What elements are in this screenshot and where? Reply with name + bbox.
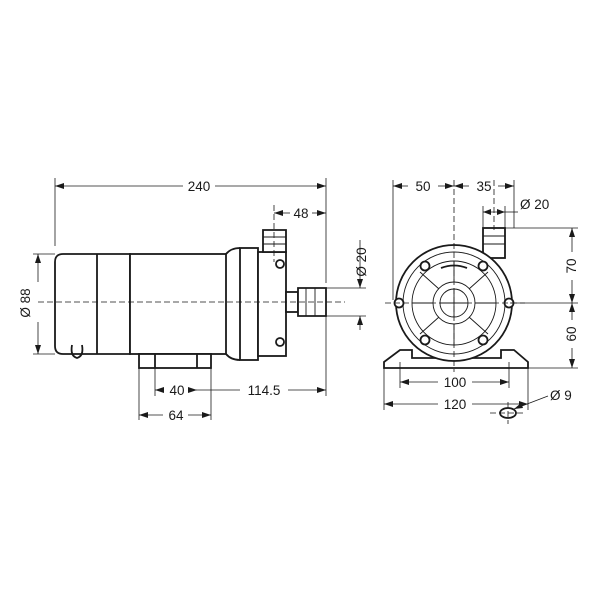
dim-front-outlet-diameter: Ø 20 [482, 197, 549, 228]
dim-outlet-offset: 48 [274, 206, 326, 221]
dim-front-offsets: 50 35 [392, 179, 515, 300]
label-body-diameter: Ø 88 [18, 288, 33, 317]
motor-body [54, 247, 241, 361]
mounting-foot [138, 353, 212, 369]
label-base-inner: 100 [444, 375, 467, 390]
label-side-outlet-diameter: Ø 20 [354, 247, 369, 276]
label-height-upper: 70 [564, 258, 579, 273]
label-overall-length: 240 [188, 179, 211, 194]
front-view: 50 35 Ø 20 70 [383, 179, 579, 424]
dim-front-heights: 70 60 [505, 227, 579, 369]
label-foot-span: 64 [168, 408, 184, 423]
pump-head [239, 247, 287, 361]
label-front-outlet-diameter: Ø 20 [520, 197, 549, 212]
label-base-outer: 120 [444, 397, 467, 412]
label-height-lower: 60 [564, 326, 579, 341]
front-outlet-nozzle [482, 227, 506, 259]
label-left-offset: 50 [415, 179, 430, 194]
dim-side-outlet-diameter: Ø 20 [326, 240, 369, 330]
dim-foot-span: 64 [139, 408, 211, 423]
side-view: 240 48 Ø 20 Ø 88 [18, 178, 369, 423]
label-foot-to-end: 114.5 [248, 383, 281, 398]
label-right-offset: 35 [476, 179, 491, 194]
dim-body-diameter: Ø 88 [18, 253, 55, 355]
dim-front-base: 100 120 [383, 362, 529, 412]
dim-hole-detail: Ø 9 [490, 388, 572, 424]
label-foot-width: 40 [169, 383, 184, 398]
side-outlet-nozzle [262, 229, 287, 253]
label-outlet-offset: 48 [293, 206, 308, 221]
dim-overall-length: 240 [54, 178, 327, 283]
label-hole-diameter: Ø 9 [550, 388, 572, 403]
dim-foot-row: 40 114.5 [138, 316, 327, 420]
